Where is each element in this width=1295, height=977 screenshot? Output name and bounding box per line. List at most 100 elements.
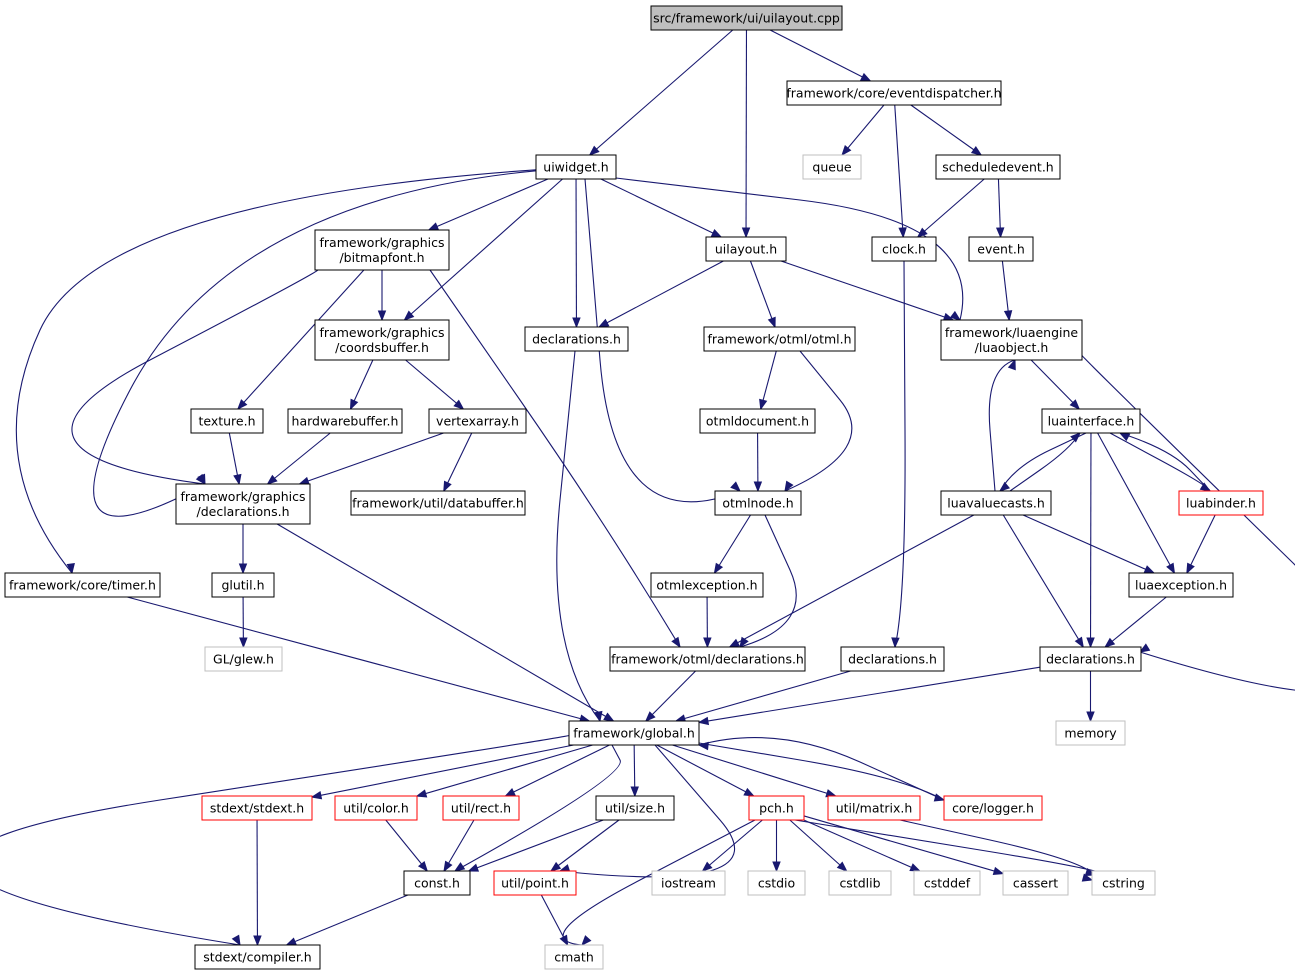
- queue-label: queue: [812, 160, 851, 175]
- edge-timer-to-global: [127, 596, 591, 723]
- node-cstdio[interactable]: cstdio: [747, 870, 806, 896]
- node-iostream[interactable]: iostream: [651, 870, 726, 896]
- otmlnode-label: otmlnode.h: [722, 496, 793, 511]
- otml_declarations-label: framework/otml/declarations.h: [611, 652, 804, 667]
- node-size[interactable]: util/size.h: [595, 795, 675, 821]
- edge-bitmapfont-to-coordsbuffer: [377, 270, 387, 322]
- node-cmath[interactable]: cmath: [544, 944, 604, 970]
- node-otmldocument[interactable]: otmldocument.h: [699, 408, 816, 434]
- node-clock[interactable]: clock.h: [871, 236, 937, 262]
- lua_declarations-box: [1039, 646, 1142, 672]
- node-glew[interactable]: GL/glew.h: [204, 646, 283, 672]
- node-otml[interactable]: framework/otml/otml.h: [703, 326, 856, 352]
- node-cstring[interactable]: cstring: [1091, 870, 1156, 896]
- node-matrix[interactable]: util/matrix.h: [827, 795, 921, 821]
- luaobject-box: [940, 319, 1083, 361]
- color-box: [334, 795, 418, 821]
- node-luabinder[interactable]: luabinder.h: [1178, 490, 1264, 516]
- core_declarations-box: [840, 646, 945, 672]
- node-queue[interactable]: queue: [802, 154, 862, 180]
- edge-uiwidget-to-luaobject: [615, 177, 964, 321]
- edge-lua_declarations-to-global: [697, 666, 1041, 726]
- node-color[interactable]: util/color.h: [334, 795, 418, 821]
- edge-global-to-size: [630, 744, 639, 798]
- cassert-box: [1002, 870, 1069, 896]
- databuffer-label: framework/util/databuffer.h: [352, 496, 524, 511]
- node-stdext[interactable]: stdext/stdext.h: [201, 795, 313, 821]
- node-ui_declarations[interactable]: declarations.h: [524, 326, 629, 352]
- glutil-label: glutil.h: [221, 578, 264, 593]
- gfx_declarations-box: [175, 483, 311, 525]
- node-logger[interactable]: core/logger.h: [943, 795, 1043, 821]
- node-bitmapfont[interactable]: framework/graphics/bitmapfont.h: [314, 229, 450, 271]
- edge-luavaluecasts-to-lua_declarations: [1002, 514, 1084, 649]
- luaobject-label: framework/luaengine: [945, 325, 1079, 340]
- edge-uiwidget-to-timer: [15, 169, 537, 575]
- edge-uilayout_h-to-luaobject: [780, 260, 955, 321]
- node-uiwidget[interactable]: uiwidget.h: [535, 154, 617, 180]
- node-gfx_declarations[interactable]: framework/graphics/declarations.h: [175, 483, 311, 525]
- node-memory[interactable]: memory: [1055, 720, 1126, 746]
- vertexarray-box: [428, 408, 527, 434]
- edge-global-to-pch: [656, 744, 755, 797]
- edge-logger-to-global: [697, 737, 945, 801]
- node-root[interactable]: src/framework/ui/uilayout.cpp: [650, 5, 843, 31]
- cstddef-box: [913, 870, 981, 896]
- node-luaobject[interactable]: framework/luaengine/luaobject.h: [940, 319, 1083, 361]
- edge-size-to-const: [467, 819, 604, 872]
- edge-luainterface-to-lua_declarations: [1086, 432, 1095, 649]
- node-hardwarebuffer[interactable]: hardwarebuffer.h: [287, 408, 403, 434]
- uiwidget-box: [535, 154, 617, 180]
- cmath-label: cmath: [554, 950, 594, 965]
- edge-otmlexception-to-otml_declarations: [703, 596, 712, 649]
- edge-otmldocument-to-otmlnode: [753, 432, 763, 493]
- luavaluecasts-box: [940, 490, 1052, 516]
- node-vertexarray[interactable]: vertexarray.h: [428, 408, 527, 434]
- edge-luavaluecasts-to-luaobject: [988, 358, 1016, 492]
- uiwidget-label: uiwidget.h: [543, 160, 608, 175]
- node-otmlexception[interactable]: otmlexception.h: [650, 572, 764, 598]
- node-uilayout_h[interactable]: uilayout.h: [705, 236, 787, 262]
- edge-eventdispatcher-to-clock: [894, 104, 907, 239]
- edge-luavaluecasts-to-otml_declarations: [728, 514, 975, 648]
- global-label: framework/global.h: [573, 726, 695, 741]
- node-compiler[interactable]: stdext/compiler.h: [194, 944, 321, 970]
- iostream-box: [651, 870, 726, 896]
- node-lua_declarations[interactable]: declarations.h: [1039, 646, 1142, 672]
- edge-eventdispatcher-to-queue: [841, 104, 885, 157]
- node-otml_declarations[interactable]: framework/otml/declarations.h: [609, 646, 806, 672]
- node-coordsbuffer[interactable]: framework/graphics/coordsbuffer.h: [314, 319, 450, 361]
- node-databuffer[interactable]: framework/util/databuffer.h: [350, 490, 526, 516]
- node-rect[interactable]: util/rect.h: [442, 795, 520, 821]
- texture-box: [190, 408, 264, 434]
- node-cassert[interactable]: cassert: [1002, 870, 1069, 896]
- node-cstdlib[interactable]: cstdlib: [828, 870, 892, 896]
- node-timer[interactable]: framework/core/timer.h: [4, 572, 161, 598]
- edge-root-to-uiwidget: [588, 29, 734, 156]
- node-core_declarations[interactable]: declarations.h: [840, 646, 945, 672]
- edge-core_declarations-to-global: [674, 670, 851, 723]
- const-label: const.h: [414, 876, 460, 891]
- edge-vertexarray-to-databuffer: [443, 432, 473, 493]
- node-luainterface[interactable]: luainterface.h: [1041, 408, 1141, 434]
- bitmapfont-label: framework/graphics: [320, 235, 445, 250]
- node-const[interactable]: const.h: [403, 870, 471, 896]
- matrix-label: util/matrix.h: [836, 801, 913, 816]
- node-otmlnode[interactable]: otmlnode.h: [714, 490, 802, 516]
- node-eventdispatcher[interactable]: framework/core/eventdispatcher.h: [786, 80, 1002, 106]
- node-event[interactable]: event.h: [968, 236, 1034, 262]
- node-texture[interactable]: texture.h: [190, 408, 264, 434]
- node-luavaluecasts[interactable]: luavaluecasts.h: [940, 490, 1052, 516]
- node-glutil[interactable]: glutil.h: [211, 572, 275, 598]
- edge-uiwidget-to-bitmapfont: [427, 178, 549, 231]
- node-global[interactable]: framework/global.h: [568, 720, 700, 746]
- node-cstddef[interactable]: cstddef: [913, 870, 981, 896]
- node-scheduledevent[interactable]: scheduledevent.h: [935, 154, 1061, 180]
- node-luaexception[interactable]: luaexception.h: [1128, 572, 1234, 598]
- bitmapfont-label: /bitmapfont.h: [339, 250, 424, 265]
- edge-scheduledevent-to-event: [995, 178, 1005, 239]
- edge-size-to-point: [549, 819, 620, 872]
- node-pch[interactable]: pch.h: [748, 795, 805, 821]
- node-point[interactable]: util/point.h: [493, 870, 577, 896]
